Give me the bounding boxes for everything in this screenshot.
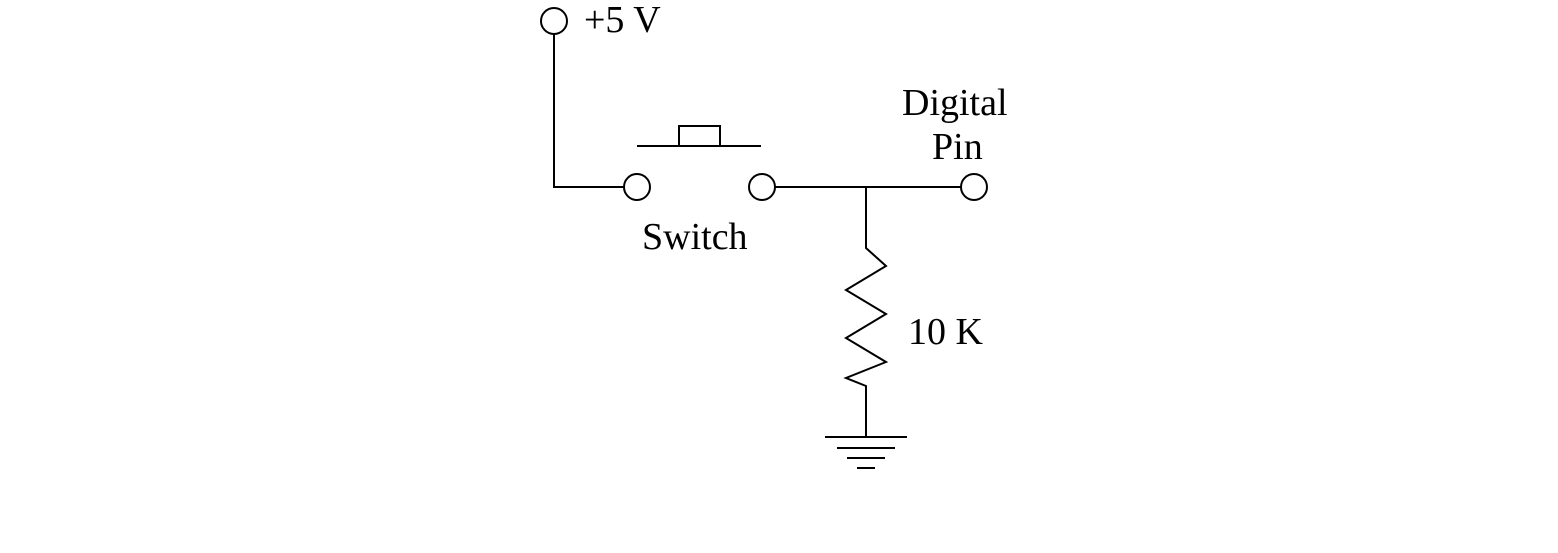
ground-symbol (825, 436, 907, 469)
digital-pin-label-line2: Pin (932, 126, 983, 168)
supply-label: +5 V (584, 0, 661, 41)
digital-pin-terminal (960, 173, 988, 201)
push-button-switch (623, 125, 776, 201)
switch-left-contact (623, 173, 651, 201)
supply-wire (553, 33, 625, 188)
switch-button-cap (678, 125, 721, 147)
supply-terminal (540, 7, 568, 35)
resistor-label: 10 K (908, 311, 984, 353)
switch-label: Switch (642, 216, 748, 258)
resistor (843, 186, 889, 437)
switch-right-contact (748, 173, 776, 201)
digital-pin-label-line1: Digital (902, 82, 1008, 124)
